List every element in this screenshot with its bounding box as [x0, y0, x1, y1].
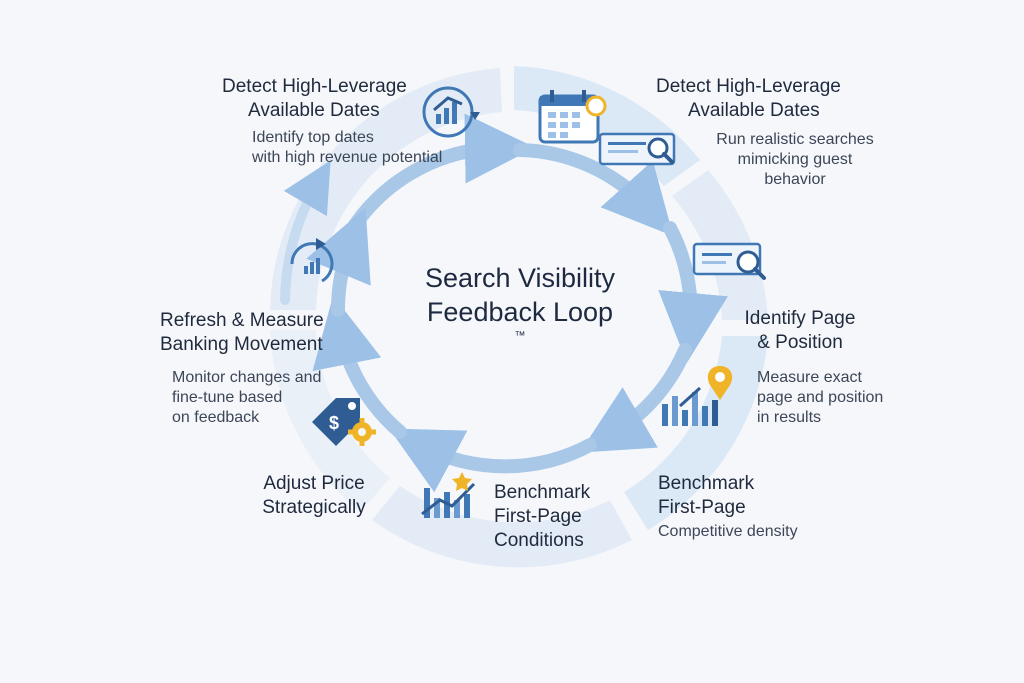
- step-3-desc-line-2: page and position: [757, 389, 884, 406]
- band-segment-4: [624, 336, 768, 530]
- step-7-title-line-1: Refresh & Measure: [160, 310, 324, 331]
- step-4-title-line-2: First-Page: [658, 496, 746, 518]
- title-line-1: Search Visibility: [424, 263, 616, 293]
- arrow-ring: [306, 113, 728, 493]
- step-2-title: Detect High-Leverage Available Dates: [656, 75, 886, 123]
- step-3-desc-line-3: in results: [757, 409, 822, 426]
- step-5-title-line-2: First-Page: [494, 505, 582, 527]
- step-6-title-line-2: Strategically: [262, 496, 366, 518]
- step-3-title: Identify Page & Position: [720, 307, 880, 355]
- step-5-title-line-1: Benchmark: [494, 482, 591, 503]
- step-1-desc-line-1: Identify top dates: [252, 129, 374, 146]
- step-4-title: Benchmark First-Page: [658, 472, 838, 520]
- ring-arrow-2: [513, 143, 674, 237]
- step-3-desc-line-1: Measure exact: [757, 369, 862, 386]
- ring-arrow-6: [312, 295, 407, 439]
- calendar-search-icon: [538, 90, 676, 166]
- step-4-title-line-1: Benchmark: [658, 473, 755, 494]
- step-5-title: Benchmark First-Page Conditions: [494, 481, 624, 552]
- step-1-desc-line-2: with high revenue potential: [252, 149, 443, 166]
- step-2-desc-line-2: mimicking guest: [737, 151, 853, 168]
- svg-text:$: $: [329, 413, 339, 433]
- step-3-title-line-1: Identify Page: [744, 308, 856, 329]
- step-7-desc: Monitor changes and fine-tune based on f…: [172, 368, 362, 428]
- ring-arrow-7: [306, 207, 371, 317]
- step-5-title-line-3: Conditions: [494, 529, 584, 551]
- step-7-desc-line-2: fine-tune based: [172, 389, 283, 406]
- title-line-2-text: Feedback Loop: [426, 296, 614, 327]
- step-7-title-line-2: Banking Movement: [160, 333, 323, 355]
- step-4-desc: Competitive density: [658, 522, 858, 542]
- step-4-desc-line-1: Competitive density: [658, 523, 798, 540]
- price-tag-gear-icon: $: [312, 398, 376, 446]
- star-trend-chart-icon: [421, 472, 476, 518]
- step-6-title-line-1: Adjust Price: [263, 473, 365, 494]
- step-1-title-line-1: Detect High-Leverage: [222, 76, 407, 97]
- search-result-icon: [692, 242, 766, 280]
- map-pin-chart-icon: [662, 366, 733, 426]
- step-2-desc-line-1: Run realistic searches: [716, 131, 874, 148]
- step-7-desc-line-1: Monitor changes and: [172, 369, 322, 386]
- growth-chart-icon: [422, 86, 480, 138]
- step-7-title: Refresh & Measure Banking Movement: [160, 309, 350, 357]
- ring-arrow-5: [389, 428, 597, 493]
- step-2-desc-line-3: behavior: [764, 171, 826, 188]
- trademark-mark: ™: [514, 329, 526, 342]
- ring-arrow-4: [579, 343, 692, 453]
- step-1-title-line-2: Available Dates: [248, 99, 380, 121]
- step-1-desc: Identify top dates with high revenue pot…: [252, 128, 492, 168]
- ring-arrow-3: [658, 221, 728, 363]
- refresh-chart-icon: [290, 238, 334, 283]
- step-3-title-line-2: & Position: [757, 331, 843, 353]
- step-2-title-line-1: Detect High-Leverage: [656, 76, 841, 97]
- step-2-desc: Run realistic searches mimicking guest b…: [700, 130, 890, 190]
- step-3-desc: Measure exact page and position in resul…: [757, 368, 937, 428]
- step-6-title: Adjust Price Strategically: [244, 472, 384, 520]
- step-7-desc-line-3: on feedback: [172, 409, 260, 426]
- title-line-2: Feedback Loop ™: [360, 296, 680, 344]
- step-2-title-line-2: Available Dates: [688, 99, 820, 121]
- outer-arrow-left: [280, 160, 331, 305]
- step-1-title: Detect High-Leverage Available Dates: [222, 75, 452, 123]
- diagram-title: Search Visibility Feedback Loop ™: [360, 262, 680, 343]
